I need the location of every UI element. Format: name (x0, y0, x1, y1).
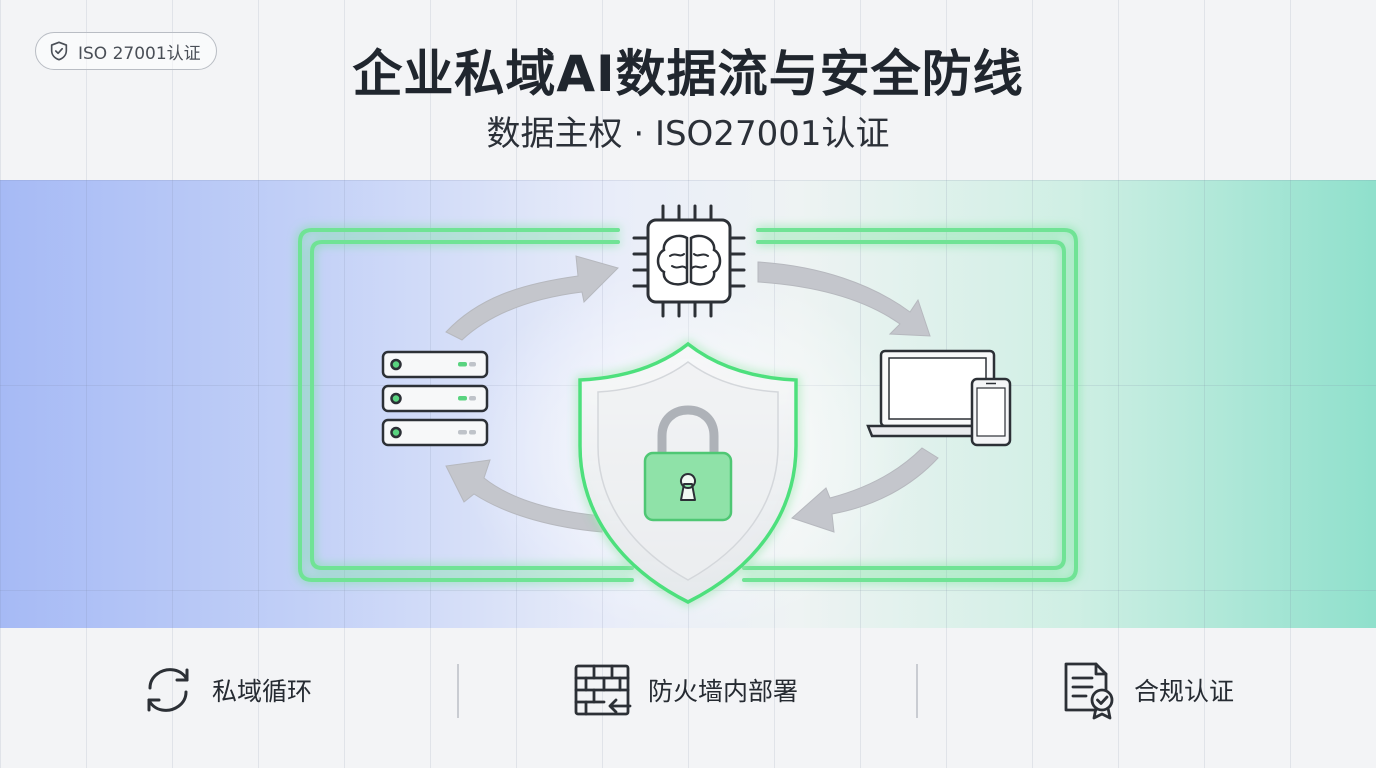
page-title: 企业私域AI数据流与安全防线 (352, 45, 1024, 103)
brain-chip-icon (632, 204, 746, 318)
shield-check-icon (50, 41, 68, 61)
certificate-icon (1064, 662, 1114, 720)
footer-label-firewall: 防火墙内部署 (648, 677, 799, 706)
flow-arrows (445, 255, 939, 533)
arrow-devices-to-server-left (445, 459, 603, 533)
firewall-icon (574, 664, 632, 716)
footer-label-certificate: 合规认证 (1134, 677, 1235, 706)
footer-divider (457, 664, 459, 718)
arrow-ai-to-devices (757, 261, 931, 337)
server-stack-icon (381, 350, 489, 447)
footer-divider (916, 664, 918, 718)
page-subtitle: 数据主权 · ISO27001认证 (486, 114, 890, 154)
footer-item-cycle: 私域循环 (140, 660, 312, 720)
footer-label-cycle: 私域循环 (212, 677, 313, 706)
arrow-devices-to-server-right (791, 447, 939, 533)
shield-lock-icon (578, 341, 798, 604)
footer-item-firewall: 防火墙内部署 (574, 660, 798, 720)
arrow-server-to-ai (445, 255, 619, 341)
security-perimeter (298, 228, 1078, 582)
iso-badge: ISO 27001认证 (35, 32, 217, 70)
badge-label: ISO 27001认证 (78, 43, 201, 64)
cycle-arrows-icon (147, 668, 189, 712)
footer-item-certificate: 合规认证 (1062, 660, 1234, 720)
laptop-phone-icon (866, 349, 1012, 447)
